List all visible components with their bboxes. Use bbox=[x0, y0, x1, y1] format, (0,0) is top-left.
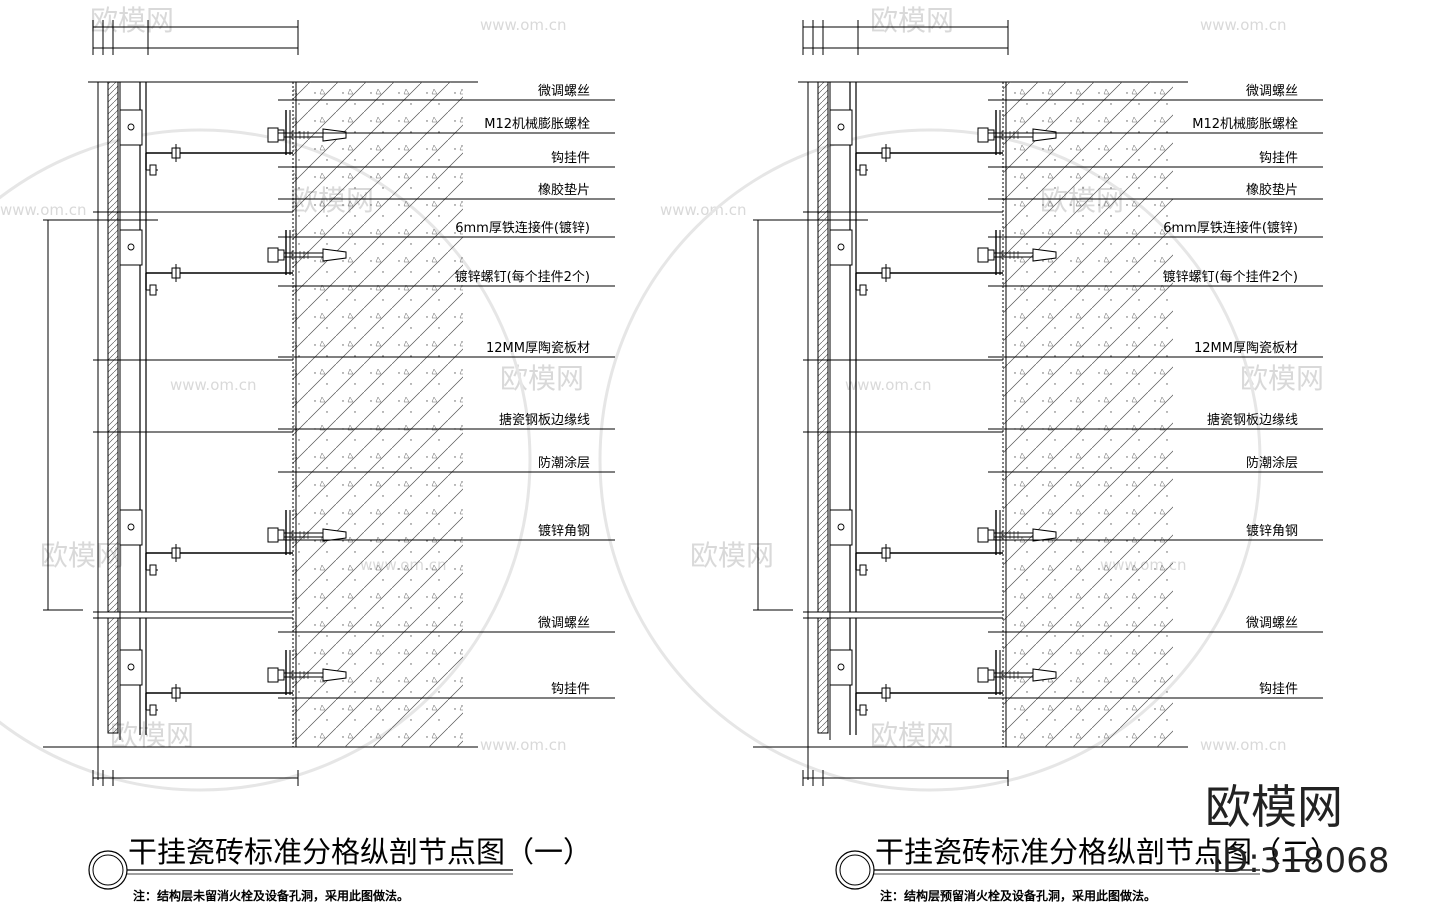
callout-label: 镀锌螺钉(每个挂件2个) bbox=[455, 269, 590, 285]
title-marker bbox=[835, 850, 875, 890]
callout-label: 钩挂件 bbox=[1259, 682, 1298, 697]
watermark-site: www.om.cn bbox=[660, 201, 747, 219]
callout-label: 12MM厚陶瓷板材 bbox=[486, 340, 590, 356]
watermark-brand: 欧模网 bbox=[500, 362, 584, 395]
drawing-title: 干挂瓷砖标准分格纵剖节点图（二） bbox=[875, 835, 1339, 869]
callout-label: 6mm厚铁连接件(镀锌) bbox=[455, 220, 590, 236]
callout-label: 镀锌角钢 bbox=[538, 523, 590, 539]
callout-label: 微调螺丝 bbox=[1246, 84, 1298, 99]
drawing-note: 注：结构层预留消火栓及设备孔洞，采用此图做法。 bbox=[880, 888, 1156, 903]
title-marker-inner bbox=[92, 854, 124, 886]
callout-label: 钩挂件 bbox=[551, 151, 590, 166]
watermark-brand: 欧模网 bbox=[870, 4, 954, 37]
title-marker bbox=[88, 850, 128, 890]
watermark-brand: 欧模网 bbox=[1240, 362, 1324, 395]
watermark-site: www.om.cn bbox=[480, 736, 567, 754]
callout-label: 钩挂件 bbox=[1259, 151, 1298, 166]
title-marker-inner bbox=[839, 854, 871, 886]
callout-label: 钩挂件 bbox=[551, 682, 590, 697]
callout-label: 橡胶垫片 bbox=[1246, 182, 1298, 198]
callout-label: M12机械膨胀螺栓 bbox=[484, 117, 590, 132]
callout-label: 防潮涂层 bbox=[538, 455, 590, 471]
watermark-ring bbox=[598, 128, 1262, 792]
watermark-brand: 欧模网 bbox=[690, 539, 774, 572]
section-drawing-2: 微调螺丝M12机械膨胀螺栓钩挂件橡胶垫片6mm厚铁连接件(镀锌)镀锌螺钉(每个挂… bbox=[753, 20, 1339, 903]
callout-label: 镀锌螺钉(每个挂件2个) bbox=[1163, 269, 1298, 285]
callout-label: 微调螺丝 bbox=[1246, 616, 1298, 631]
watermark-ring bbox=[0, 128, 532, 792]
corner-watermark-id: ID:318068 bbox=[1212, 841, 1389, 881]
callout-label: 橡胶垫片 bbox=[538, 182, 590, 198]
callout-label: 12MM厚陶瓷板材 bbox=[1194, 340, 1298, 356]
callout-label: 微调螺丝 bbox=[538, 616, 590, 631]
callout-label: 6mm厚铁连接件(镀锌) bbox=[1163, 220, 1298, 236]
watermark-site: www.om.cn bbox=[480, 16, 567, 34]
drawing-note: 注：结构层未留消火栓及设备孔洞，采用此图做法。 bbox=[133, 888, 409, 903]
watermark-site: www.om.cn bbox=[845, 376, 932, 394]
corner-watermark-brand: 欧模网 bbox=[1205, 780, 1343, 834]
corner-watermark: 欧模网 ID:318068 bbox=[1205, 780, 1389, 881]
watermark-site: www.om.cn bbox=[170, 376, 257, 394]
watermark-site: www.om.cn bbox=[1200, 736, 1287, 754]
callout-label: 搪瓷钢板边缘线 bbox=[1207, 412, 1298, 428]
callout-label: 防潮涂层 bbox=[1246, 455, 1298, 471]
callout-label: 微调螺丝 bbox=[538, 84, 590, 99]
callout-label: 搪瓷钢板边缘线 bbox=[499, 412, 590, 428]
drawing-title: 干挂瓷砖标准分格纵剖节点图（一） bbox=[128, 835, 592, 869]
watermark-site: www.om.cn bbox=[1200, 16, 1287, 34]
callout-label: 镀锌角钢 bbox=[1246, 523, 1298, 539]
section-drawing-1: 微调螺丝M12机械膨胀螺栓钩挂件橡胶垫片6mm厚铁连接件(镀锌)镀锌螺钉(每个挂… bbox=[43, 20, 615, 903]
watermark-site: www.om.cn bbox=[0, 201, 87, 219]
watermark-brand: 欧模网 bbox=[90, 4, 174, 37]
callout-label: M12机械膨胀螺栓 bbox=[1192, 117, 1298, 132]
